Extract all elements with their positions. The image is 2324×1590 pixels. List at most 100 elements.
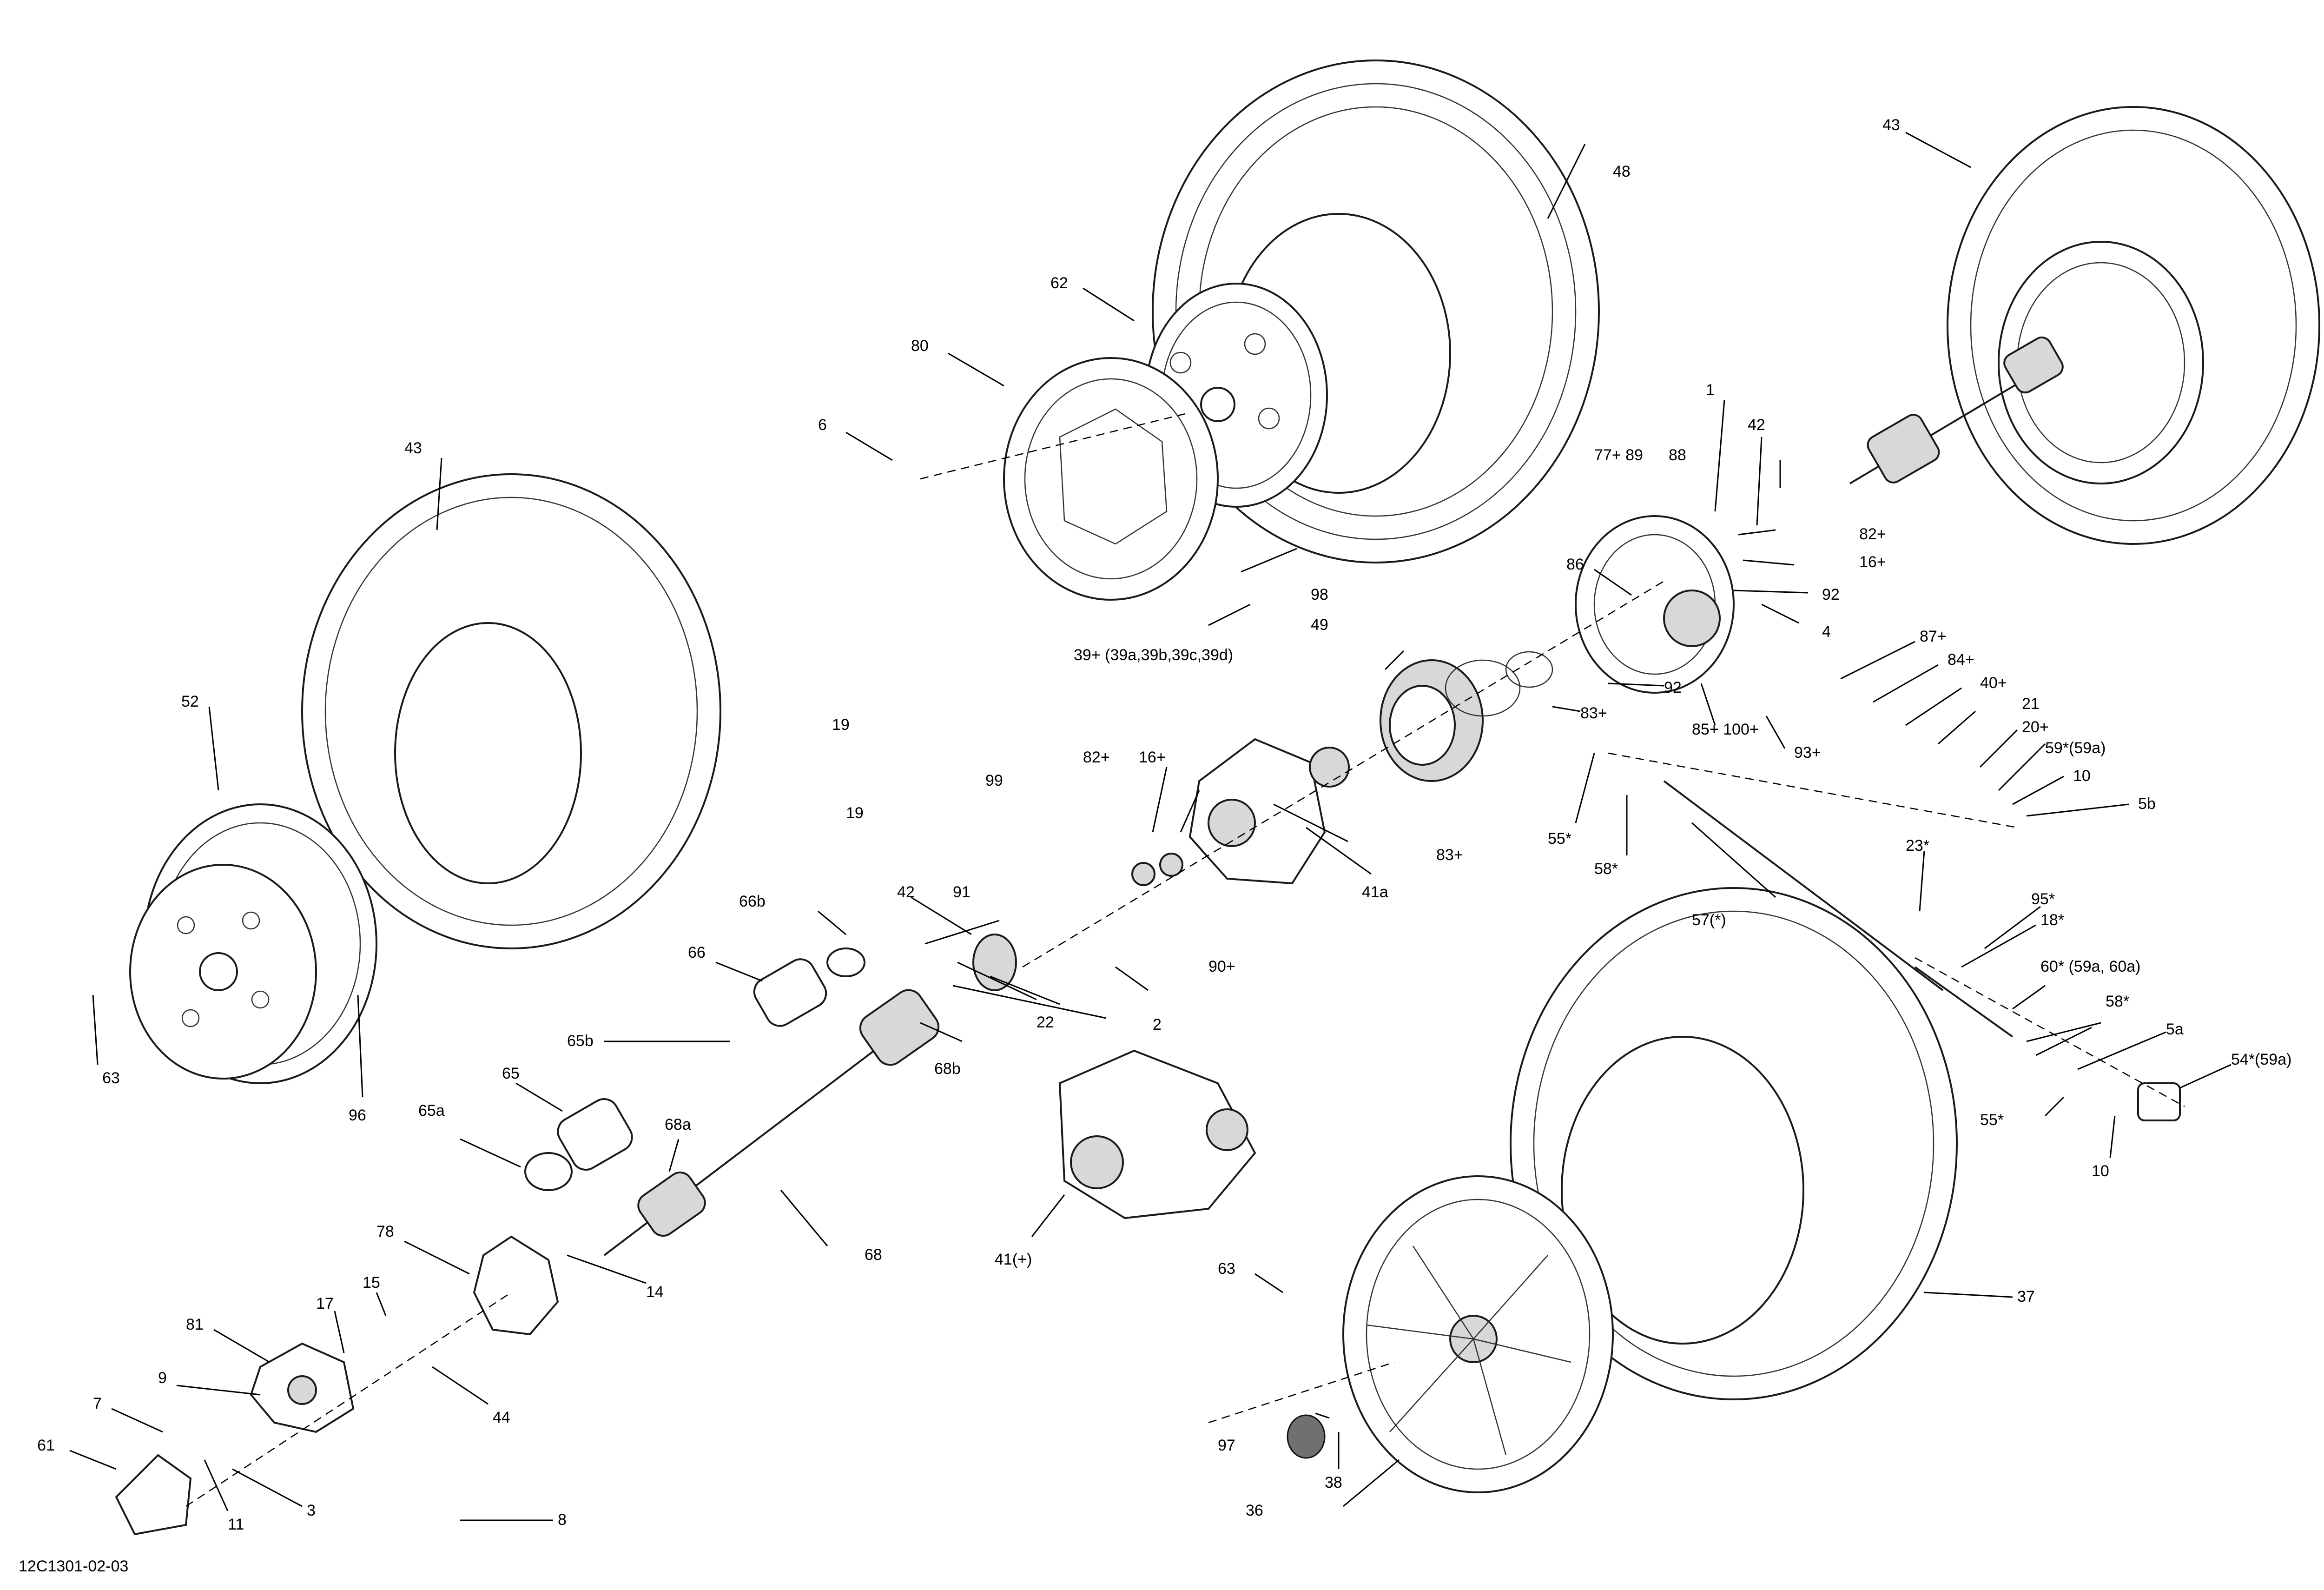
callout: 55* [1548, 830, 1571, 848]
callout: 83+ [1580, 704, 1607, 722]
callout: 5a [2166, 1020, 2184, 1038]
callout: 16+ [1139, 749, 1166, 766]
callout: 68a [665, 1116, 691, 1133]
callout: 61 [37, 1437, 55, 1454]
wheel-cap-61 [115, 1454, 192, 1536]
seal-16 [1159, 853, 1183, 877]
callout: 38 [1325, 1474, 1342, 1491]
tire-37 [1510, 887, 1958, 1400]
callout: 23* [1906, 837, 1929, 855]
callout: 68 [865, 1246, 882, 1264]
drive-shaft-upper-right [1849, 336, 2064, 484]
callout: 42 [1748, 416, 1765, 434]
callout: 48 [1613, 163, 1631, 180]
callout: 98 [1311, 586, 1328, 603]
callout: 93+ [1794, 744, 1821, 762]
callout: 44 [493, 1409, 510, 1426]
callout: 92 [1822, 586, 1840, 603]
bearing-83 [1309, 747, 1350, 788]
callout: 2 [1153, 1016, 1162, 1034]
callout: 86 [1566, 556, 1584, 573]
callout: 39+ (39a,39b,39c,39d) [1074, 646, 1233, 664]
callout: 65 [502, 1065, 520, 1082]
callout: 92 [1664, 679, 1682, 696]
callout: 41a [1362, 883, 1388, 901]
boot-66 [753, 958, 827, 1027]
callout: 4 [1822, 623, 1831, 641]
callout: 18* [2040, 911, 2064, 929]
diff-housing-41a [1188, 738, 1326, 885]
callout: 58* [1594, 860, 1618, 878]
callout: 81 [186, 1316, 204, 1333]
callout: 66 [688, 944, 706, 961]
seal-42 [972, 934, 1017, 991]
callout: 10 [2073, 767, 2091, 785]
callout: 84+ [1948, 651, 1974, 669]
callout: 60* (59a, 60a) [2040, 958, 2141, 975]
callout: 16+ [1859, 553, 1886, 571]
callout: 1 [1706, 381, 1715, 399]
bearing-82 [1131, 862, 1155, 886]
clamp-66b [826, 947, 865, 977]
callout: 8 [558, 1511, 567, 1529]
boot-65 [557, 1098, 633, 1171]
callout: 55* [1980, 1111, 2004, 1129]
callout: 85+ 100+ [1692, 721, 1759, 738]
callout: 5b [2138, 795, 2156, 813]
callout: 40+ [1980, 674, 2007, 692]
callout: 49 [1311, 616, 1328, 634]
callout: 63 [1218, 1260, 1235, 1278]
callout: 82+ [1859, 525, 1886, 543]
callout: 87+ [1920, 628, 1947, 645]
callout: 7 [93, 1395, 102, 1412]
ring-gear-39 [1380, 651, 1553, 782]
callout: 43 [404, 439, 422, 457]
rim-52 [129, 803, 377, 1084]
callout: 17 [316, 1295, 334, 1312]
callout: 58* [2106, 993, 2129, 1010]
callout: 68b [934, 1060, 961, 1078]
callout: 9 [158, 1369, 167, 1387]
callout: 52 [181, 693, 199, 710]
yoke-54 [2137, 1082, 2181, 1121]
differential-housing-86 [1575, 515, 1735, 694]
callout: 91 [953, 883, 971, 901]
knuckle-78 [473, 1235, 559, 1336]
callout: 20+ [2022, 718, 2049, 736]
callout: 96 [349, 1106, 366, 1124]
callout: 59*(59a) [2045, 739, 2106, 757]
clamp-65a [524, 1152, 573, 1191]
half-shaft-68 [603, 989, 940, 1256]
callout: 41(+) [995, 1251, 1032, 1268]
callout-labels: 1 42 77+ 89 88 82+ 16+ 86 92 4 39+ (39a,… [37, 116, 2291, 1533]
callout: 42 [897, 883, 915, 901]
callout: 78 [376, 1223, 394, 1240]
callout: 62 [1050, 274, 1068, 292]
callout: 66b [739, 893, 766, 910]
callout: 65a [418, 1102, 445, 1120]
callout: 22 [1037, 1014, 1054, 1031]
callout: 95* [2031, 890, 2055, 908]
callout: 36 [1246, 1502, 1263, 1519]
differential-assembly-41 [1058, 1049, 1256, 1219]
tire-43-left [301, 473, 721, 949]
callout: 10 [2092, 1162, 2109, 1180]
callout: 14 [646, 1283, 664, 1301]
rim-38 [1342, 1175, 1614, 1493]
callout: 19 [846, 804, 864, 822]
callout: 65b [567, 1032, 594, 1050]
tire-43-right [1947, 106, 2320, 545]
callout: 6 [818, 416, 827, 434]
callout: 57(*) [1692, 911, 1726, 929]
callout: 90+ [1208, 958, 1235, 975]
hub-81 [250, 1342, 355, 1433]
callout: 15 [363, 1274, 380, 1292]
beadlock-ring-80 [1003, 357, 1219, 601]
callout: 88 [1669, 446, 1686, 464]
callout: 37 [2017, 1288, 2035, 1305]
callout: 19 [832, 716, 850, 734]
callout: 21 [2022, 695, 2040, 713]
callout: 77+ 89 [1594, 446, 1643, 464]
